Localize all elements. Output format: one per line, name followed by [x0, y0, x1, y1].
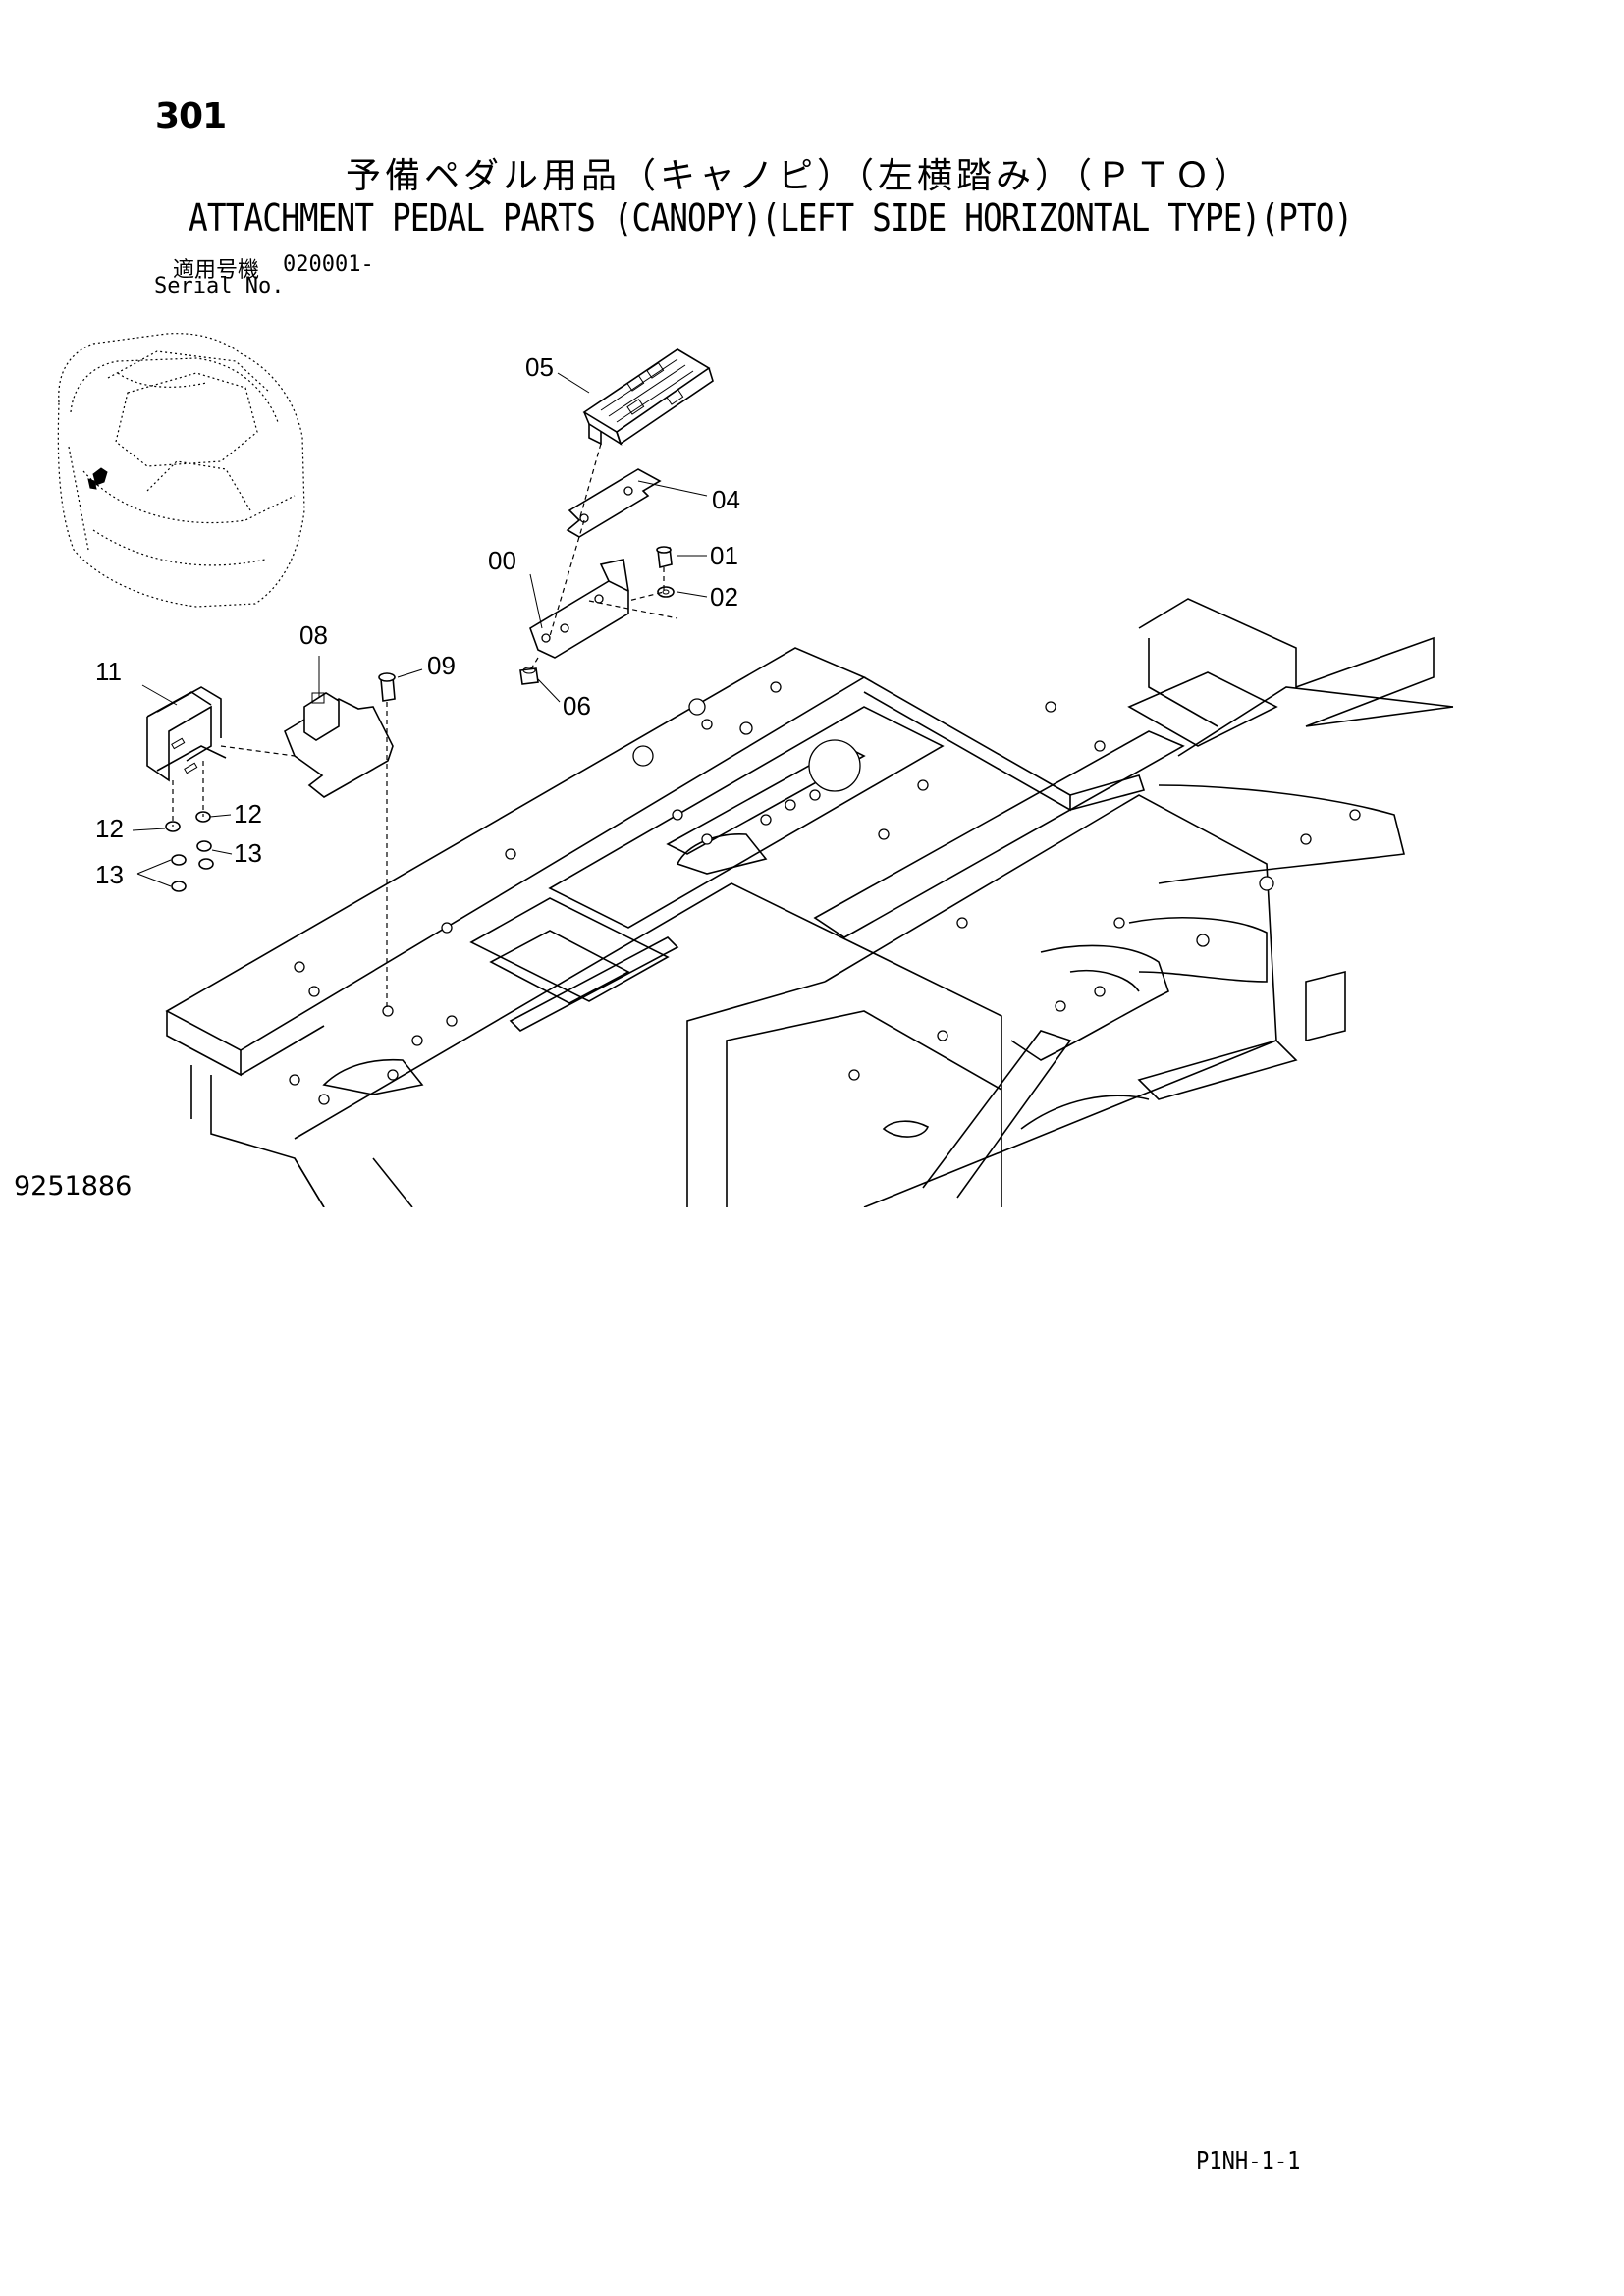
callout-08: 08 — [299, 620, 328, 650]
pedal-part-05 — [582, 348, 714, 446]
callout-00: 00 — [488, 546, 516, 575]
bolt-part-09 — [378, 672, 396, 702]
serial-number-value: 020001- — [283, 252, 374, 277]
title-english: ATTACHMENT PEDAL PARTS (CANOPY)(LEFT SID… — [189, 196, 1353, 240]
page-number: 301 — [155, 96, 227, 136]
machine-locator-thumbnail — [57, 333, 305, 608]
callout-12-left: 12 — [95, 814, 124, 843]
title-japanese: 予備ペダル用品（キャノピ）（左横踏み）（ＰＴＯ） — [346, 156, 1254, 196]
callout-leaders — [132, 372, 708, 887]
callout-05: 05 — [525, 352, 554, 382]
page-code: P1NH-1-1 — [1196, 2147, 1301, 2176]
assembly-lines — [172, 443, 678, 1011]
handle-part-11 — [146, 686, 227, 782]
parts-diagram: 05 04 01 02 00 06 08 09 11 12 12 13 13 — [57, 333, 1454, 1207]
callout-06: 06 — [563, 691, 591, 721]
drawing-number: 9251886 — [14, 1171, 133, 1201]
machine-frame — [165, 598, 1454, 1207]
callout-13-right: 13 — [234, 838, 262, 868]
serial-label-japanese: 適用号機 — [173, 258, 260, 283]
serial-label-english: Serial No. — [154, 274, 285, 298]
callout-04: 04 — [712, 485, 740, 514]
bracket-part-04 — [566, 468, 662, 538]
bracket-part-00 — [529, 559, 629, 659]
bolt-part-01 — [656, 546, 673, 568]
bracket-part-08 — [284, 692, 394, 798]
nut-part-06 — [519, 667, 539, 685]
callout-12-right: 12 — [234, 799, 262, 828]
callout-09: 09 — [427, 651, 456, 680]
callout-02: 02 — [710, 582, 738, 612]
callout-11: 11 — [95, 657, 122, 686]
callout-13-left: 13 — [95, 860, 124, 889]
callout-01: 01 — [710, 541, 738, 570]
nut-washer-group-12-13 — [165, 811, 214, 892]
washer-part-02 — [657, 586, 675, 598]
